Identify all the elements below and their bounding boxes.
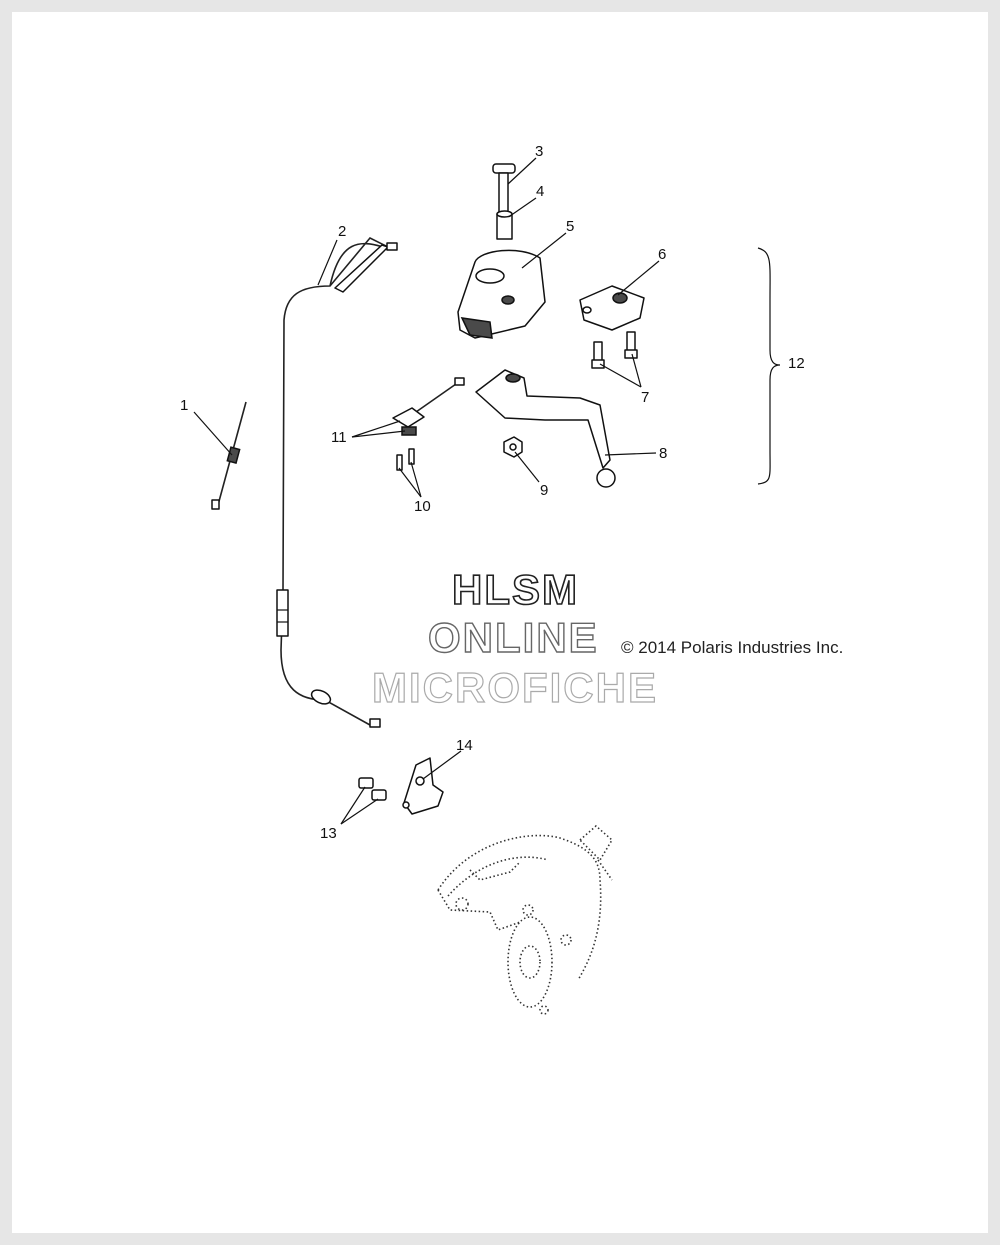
callout-10: 10: [414, 498, 431, 515]
callout-1: 1: [180, 397, 188, 414]
callout-14: 14: [456, 737, 473, 754]
callout-11: 11: [331, 429, 347, 446]
callout-8: 8: [659, 445, 667, 462]
part-8-lever: [475, 369, 616, 488]
part-4-bushing: [496, 210, 513, 240]
callout-4: 4: [536, 183, 544, 200]
part-1-cable-tie: [211, 401, 247, 510]
callout-5: 5: [566, 218, 574, 235]
callout-7: 7: [641, 389, 649, 406]
callout-9: 9: [540, 482, 548, 499]
group-12-brace: [757, 247, 781, 485]
part-7-screws: [591, 331, 638, 369]
callout-2: 2: [338, 223, 346, 240]
part-10-screws: [396, 448, 415, 471]
part-13-screws: [358, 777, 387, 801]
part-9-nut: [503, 436, 523, 458]
callouts: 1 2 3 4 5 6 7 8 9 10 11 12 13 14: [180, 143, 805, 842]
watermark-line-1: HLSM: [451, 565, 579, 614]
reference-assembly: [437, 824, 614, 1015]
watermark-line-3: MICROFICHE: [371, 663, 658, 711]
watermark-line-2: ONLINE: [427, 613, 599, 661]
callout-3: 3: [535, 143, 543, 160]
part-11-switch: [392, 377, 465, 436]
callout-13: 13: [320, 825, 337, 842]
callout-12: 12: [788, 355, 805, 372]
copyright-notice: © 2014 Polaris Industries Inc.: [621, 638, 844, 657]
part-5-lever-housing: [457, 249, 546, 339]
leader-lines: [193, 157, 660, 825]
part-3-bolt: [492, 163, 516, 216]
part-14-bracket: [402, 757, 444, 815]
part-6-clamp: [579, 285, 645, 331]
part-2-throttle-cable: [276, 237, 398, 728]
callout-6: 6: [658, 246, 666, 263]
